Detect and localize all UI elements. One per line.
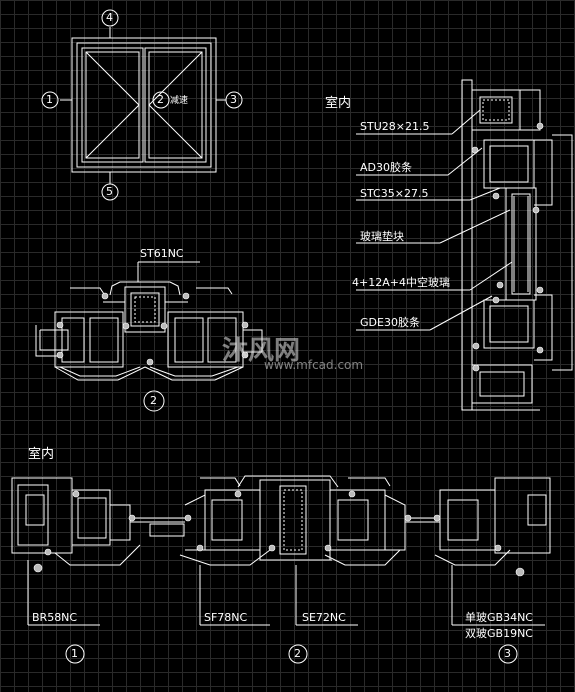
callout-setting-block: 玻璃垫块 — [360, 230, 404, 243]
marker-bottom-3: 3 — [504, 647, 511, 660]
watermark-logo: 沐风网 — [222, 336, 301, 366]
window-elevation-frame — [60, 27, 226, 184]
label-gb19nc: 双玻GB19NC — [465, 627, 533, 640]
watermark-url: www.mfcad.com — [264, 358, 364, 372]
callout-stu28: STU28×21.5 — [360, 120, 430, 133]
marker-1: 1 — [46, 93, 53, 106]
indoor-label-bottom: 室内 — [28, 447, 55, 462]
marker-5: 5 — [106, 185, 113, 198]
callout-glass: 4+12A+4中空玻璃 — [352, 276, 450, 289]
gasket-dots-bottom — [33, 490, 525, 577]
elevation-note: 减速 — [170, 96, 189, 106]
leader-lines-right — [356, 109, 513, 331]
marker-bottom-2: 2 — [294, 647, 301, 660]
callout-ad30: AD30胶条 — [360, 161, 412, 174]
callout-gde30: GDE30胶条 — [360, 316, 420, 329]
marker-2: 2 — [157, 93, 164, 106]
label-br58nc: BR58NC — [32, 611, 78, 624]
marker-3: 3 — [230, 93, 237, 106]
marker-4: 4 — [106, 11, 113, 24]
section-bottom-linework — [11, 475, 551, 664]
label-st61nc: ST61NC — [140, 247, 184, 260]
section-top-linework — [35, 261, 263, 412]
section-right-linework — [461, 79, 573, 411]
gasket-dots-right — [471, 122, 544, 372]
indoor-label-right: 室内 — [325, 96, 352, 111]
label-sf78nc: SF78NC — [204, 611, 248, 624]
label-gb34nc: 单玻GB34NC — [465, 611, 533, 624]
gasket-dots-top — [56, 292, 249, 366]
marker-circles-elevation — [41, 9, 243, 201]
label-se72nc: SE72NC — [302, 611, 346, 624]
marker-top-2: 2 — [150, 394, 157, 407]
callout-stc35: STC35×27.5 — [360, 187, 429, 200]
marker-bottom-1: 1 — [71, 647, 78, 660]
